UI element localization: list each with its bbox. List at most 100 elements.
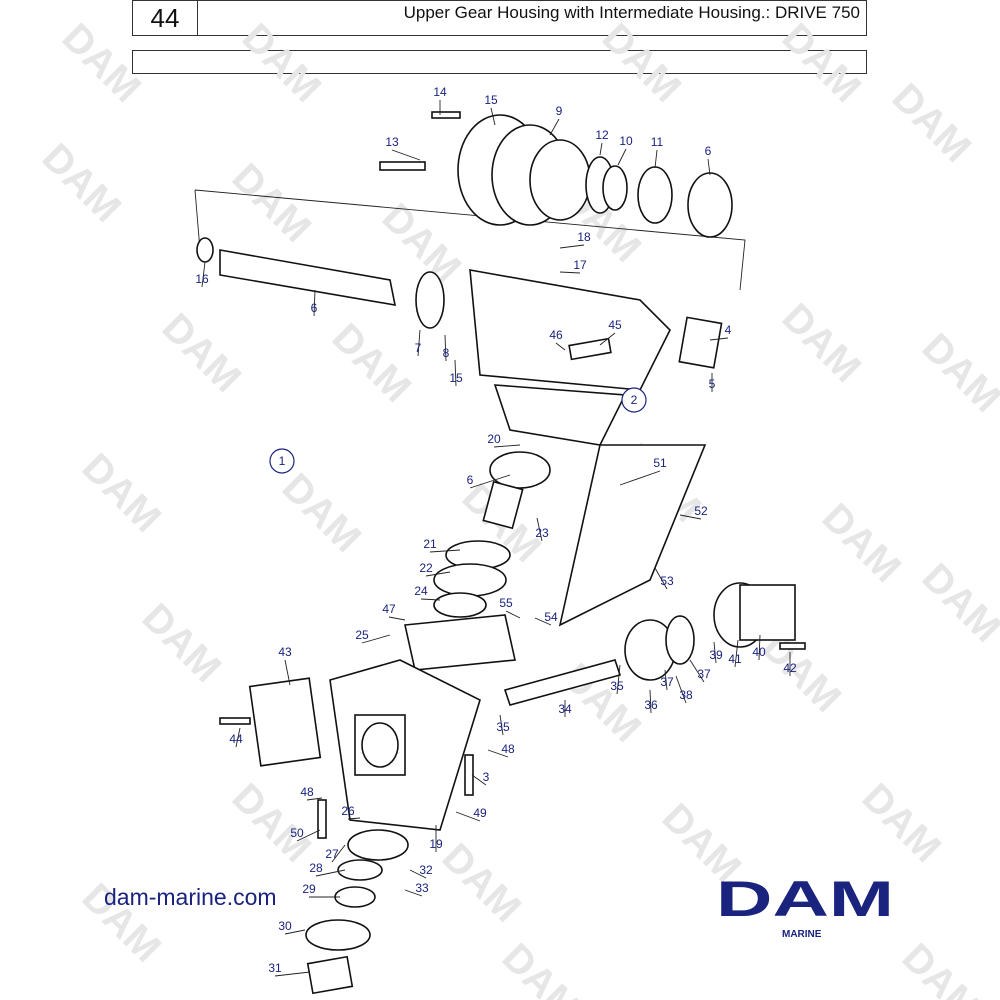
leader-line [493, 444, 521, 448]
callout-label: 21 [423, 537, 437, 551]
callout-label: 1 [279, 454, 286, 468]
leader-line [559, 244, 585, 249]
callout-label: 6 [311, 301, 318, 315]
page-title: Upper Gear Housing with Intermediate Hou… [403, 3, 860, 22]
leader-line [679, 514, 702, 520]
callout-label: 47 [382, 602, 396, 616]
parts-drawing [194, 111, 806, 995]
watermark-text: DAM [134, 595, 230, 691]
callout-label: 32 [419, 863, 433, 877]
callout-label: 3 [483, 770, 490, 784]
leader-line [713, 641, 717, 664]
leader-line [455, 811, 481, 822]
header-box: 44 Upper Gear Housing with Intermediate … [132, 0, 867, 36]
leader-line [306, 797, 323, 801]
callout-label: 38 [679, 688, 693, 702]
callout-label: 33 [415, 881, 429, 895]
watermark-text: DAM [224, 155, 320, 251]
callout-label: 26 [341, 804, 355, 818]
cover-plate-part [558, 444, 707, 627]
callout-label: 24 [414, 584, 428, 598]
watermark-text: DAM [434, 835, 530, 931]
leader-lines [201, 100, 791, 977]
callout-label: 6 [467, 473, 474, 487]
callout-label: 49 [473, 806, 487, 820]
callout-label: 15 [449, 371, 463, 385]
leader-line [664, 669, 668, 691]
leader-line [284, 659, 291, 686]
callout-label: 9 [556, 104, 563, 118]
leader-line [555, 342, 566, 351]
leader-line [388, 616, 406, 621]
leader-line [471, 774, 487, 786]
callout-label: 48 [300, 785, 314, 799]
callout-label: 28 [309, 861, 323, 875]
watermark-text: DAM [74, 445, 170, 541]
callout-label: 19 [429, 837, 443, 851]
leader-line [536, 517, 543, 542]
leader-line [487, 749, 509, 758]
website-link[interactable]: dam-marine.com [104, 884, 277, 910]
watermark-text: DAM [34, 135, 130, 231]
leader-line [296, 829, 321, 842]
leader-line [559, 271, 581, 274]
watermark-text: DAM [234, 15, 330, 111]
leader-line [758, 634, 761, 661]
callout-label: 17 [573, 258, 587, 272]
watermark-text: DAM [154, 305, 250, 401]
leader-line [649, 689, 652, 714]
anode-part [248, 677, 322, 767]
watermark-text: DAM [814, 495, 910, 591]
leader-line [654, 567, 668, 590]
callout-label: 30 [278, 919, 292, 933]
subheader-box [132, 50, 867, 74]
callout-circle [269, 448, 295, 474]
leader-line [361, 634, 391, 644]
callout-label: 53 [660, 574, 674, 588]
leader-line [425, 571, 451, 577]
watermark-text: DAM [914, 555, 1000, 651]
leader-line [444, 334, 447, 362]
callout-label: 29 [302, 882, 316, 896]
dam-logo: DAM [716, 876, 894, 920]
leader-line [505, 610, 521, 619]
watermark-text: DAM [894, 935, 990, 1000]
upper-housing-part [469, 269, 671, 391]
watermark-text: DAM [774, 15, 870, 111]
watermark-text: DAM [494, 935, 590, 1000]
leader-line [404, 889, 423, 897]
bevel-gear-lower-part [489, 451, 551, 489]
callout-label: 22 [419, 561, 433, 575]
callout-label: 23 [535, 526, 549, 540]
leader-line [284, 929, 306, 935]
callout-label: 52 [694, 504, 708, 518]
callout-label: 7 [415, 341, 422, 355]
leader-line [391, 149, 421, 161]
leader-line [619, 470, 661, 486]
leader-line [235, 727, 241, 748]
callout-label: 12 [595, 128, 609, 142]
logo-subtitle: MARINE [782, 929, 822, 940]
callout-label: 25 [355, 628, 369, 642]
watermark-text: DAM [774, 295, 870, 391]
leader-line [549, 118, 560, 136]
bolt-part [379, 161, 426, 171]
page-number: 44 [133, 1, 198, 35]
leader-line [274, 971, 311, 977]
leader-line [315, 869, 346, 877]
leader-line [469, 474, 511, 489]
watermark-text: DAM [914, 325, 1000, 421]
bevel-gear-part [687, 172, 733, 238]
callout-label: 15 [484, 93, 498, 107]
watermark-text: DAM [274, 465, 370, 561]
callout-label: 51 [653, 456, 667, 470]
callout-label: 20 [487, 432, 501, 446]
leader-line [331, 844, 346, 863]
callout-label: 37 [660, 675, 674, 689]
shaft-part [219, 249, 397, 306]
watermark-text: DAM [854, 775, 950, 871]
leader-line [490, 107, 496, 126]
callout-label: 34 [558, 702, 572, 716]
